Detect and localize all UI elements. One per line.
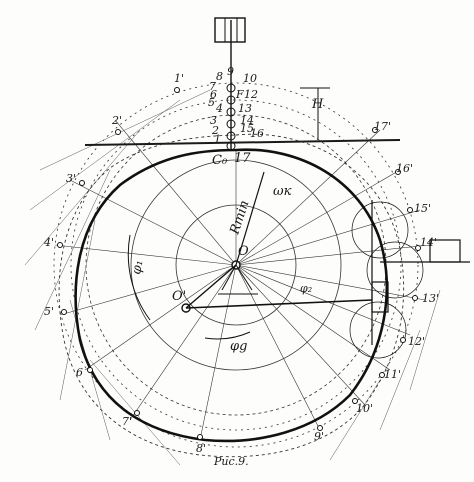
right-follower xyxy=(349,200,470,359)
rim-label: 9' xyxy=(314,430,324,443)
follower-label: 2 xyxy=(211,124,219,137)
datum-line xyxy=(84,139,401,146)
rim-label: 12' xyxy=(408,335,425,348)
follower-label: 5 xyxy=(208,96,215,109)
follower-label: 15 xyxy=(240,122,254,135)
follower-label: 10 xyxy=(243,72,257,85)
follower-guide xyxy=(214,17,246,43)
rim-label: 4' xyxy=(43,236,54,249)
rim-label: 6 xyxy=(76,366,83,379)
center-label: O xyxy=(238,244,249,259)
follower-label: 13 xyxy=(238,102,252,115)
follower-label: 14 xyxy=(240,114,254,127)
rim-label: 7' xyxy=(122,415,132,428)
stroke-label: H xyxy=(311,97,324,112)
rim-label: 3' xyxy=(66,172,76,185)
follower-label: 9 xyxy=(227,65,234,78)
follower-label: 7 xyxy=(209,80,216,93)
follower-label: 12 xyxy=(244,88,258,101)
follower xyxy=(214,17,246,151)
rim-label: 14' xyxy=(420,236,437,249)
rim-label: 2' xyxy=(111,114,122,127)
follower-label: 3 xyxy=(210,114,217,127)
start-point-label: C₀ xyxy=(212,153,228,168)
rim-label: 5' xyxy=(44,305,54,318)
follower-label: F xyxy=(235,88,244,101)
rim-label: 15' xyxy=(414,202,431,215)
rim-points xyxy=(57,87,421,440)
follower-label: 4 xyxy=(215,102,223,115)
figure-caption: Рис.9. xyxy=(213,455,249,468)
rim-label: 17' xyxy=(374,120,391,133)
rim-label: 16' xyxy=(396,162,413,175)
stroke-dimension xyxy=(300,87,330,140)
rim-label: 11' xyxy=(384,368,401,381)
omega-label: ωк xyxy=(273,184,292,199)
point-17-label: 17 xyxy=(234,151,251,166)
follower-label: 8 xyxy=(216,70,223,83)
phi-label: φ₁ xyxy=(129,259,146,276)
follower-labels: 9 8 10 7 6 F 12 5 4 13 3 14 2 15 1 16 xyxy=(208,65,264,146)
follower-label: 1 xyxy=(214,133,221,146)
outer-circle-2 xyxy=(70,99,402,431)
tangent-lines xyxy=(24,89,441,466)
cam-profile xyxy=(74,148,389,443)
phi-g-label: φg xyxy=(230,339,247,354)
follower-label: 16 xyxy=(250,127,264,140)
rim-label: 10' xyxy=(356,402,373,415)
rim-label: 8' xyxy=(196,442,206,455)
rim-label: 13' xyxy=(422,292,439,305)
rim-labels: 1' 2' 3' 4' 5' 6 7' 8' 9' 10' 11' 12' 13… xyxy=(43,72,439,455)
offset-center-label: O' xyxy=(172,289,186,304)
rim-label: 1' xyxy=(174,72,184,85)
phi2-label: φ₂ xyxy=(300,282,312,295)
radius-label: Rmin xyxy=(227,199,252,238)
follower-label: 6 xyxy=(210,88,217,101)
center-marks xyxy=(127,171,373,340)
outer-circle-3 xyxy=(53,82,419,448)
